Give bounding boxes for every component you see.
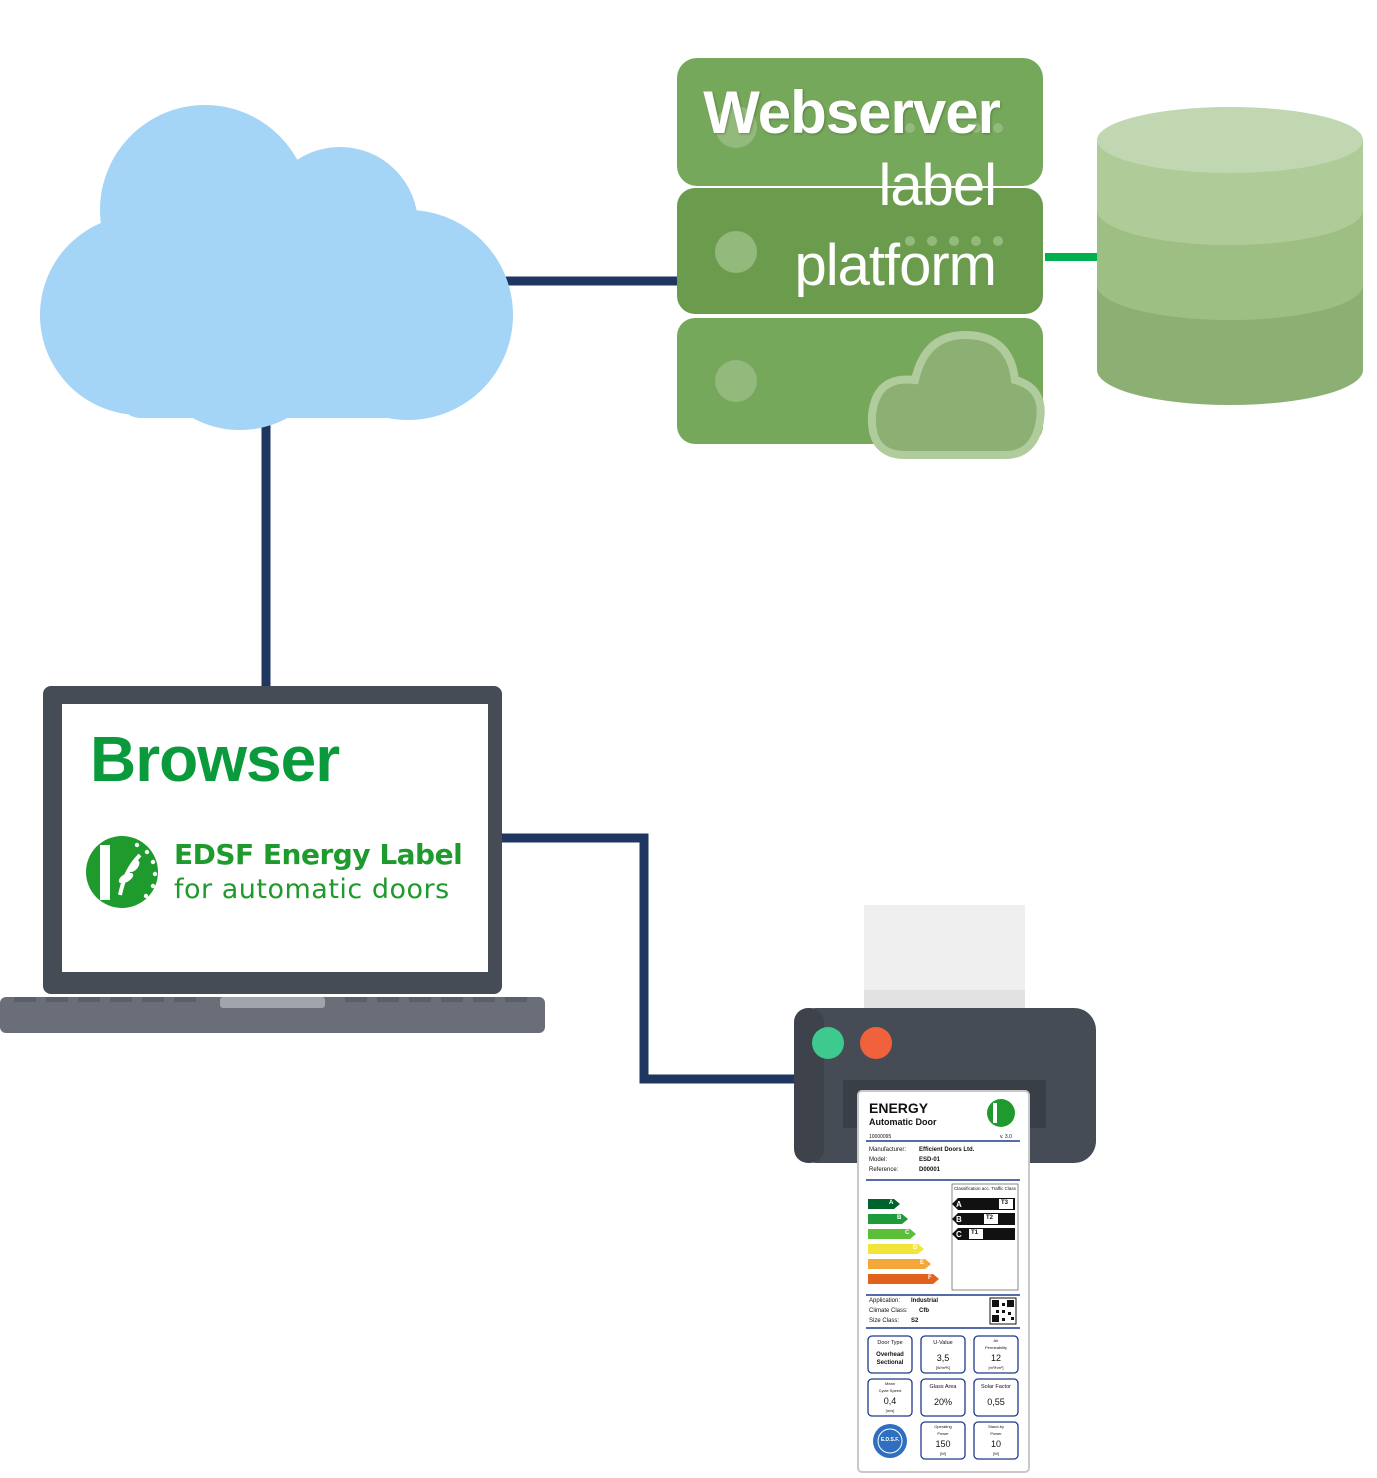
edsf-seal-icon <box>873 1424 907 1458</box>
manufacturer-value: Efficient Doors Ltd. <box>919 1147 975 1153</box>
air-unit: [m³/hm²] <box>988 1365 1004 1370</box>
printer-red-led <box>860 1027 892 1059</box>
glass-value: 20% <box>933 1397 952 1407</box>
traffic-arrow-b <box>952 1213 1015 1225</box>
class-letter-c: C <box>905 1230 910 1236</box>
class-arrow-d <box>868 1244 924 1254</box>
door-type-title: Door Type <box>877 1340 903 1346</box>
air-title-line2: Permeability <box>984 1345 1007 1350</box>
database-icon <box>1097 107 1363 405</box>
op-value: 150 <box>935 1439 951 1449</box>
classification-box <box>951 1183 1019 1291</box>
server-cloud-icon <box>867 330 1045 459</box>
label-number: 10000095 <box>869 1134 892 1140</box>
energy-label-sheet <box>857 1090 1030 1473</box>
server-vent-dots <box>905 123 1003 246</box>
sb-title-line1: Stand-by <box>987 1424 1004 1429</box>
climate-value: Cfb <box>919 1308 929 1314</box>
class-letter-f: F <box>928 1275 932 1281</box>
webserver-title: Webserver <box>703 79 1001 146</box>
air-title-line1: Air <box>993 1338 999 1343</box>
webserver-icon <box>677 58 1045 459</box>
traffic-tag-t2: T2 <box>986 1215 994 1221</box>
laptop-keyboard-row <box>14 997 527 1002</box>
air-value: 12 <box>990 1353 1001 1363</box>
class-arrow-b <box>868 1214 908 1224</box>
label-data-boxes <box>867 1335 1019 1460</box>
op-title-line1: Operating <box>934 1424 952 1429</box>
sb-value: 10 <box>990 1439 1001 1449</box>
server-unit-top <box>677 58 1043 186</box>
server-led <box>715 360 757 402</box>
op-unit: [W] <box>940 1451 946 1456</box>
size-value: S2 <box>911 1318 919 1324</box>
reference-value: D00001 <box>919 1167 941 1173</box>
internet-cloud-icon <box>40 105 513 430</box>
application-label: Application: <box>869 1298 901 1304</box>
solar-title: Solar Factor <box>981 1384 1011 1390</box>
door-type-value1: Overhead <box>876 1352 904 1358</box>
webserver-subtitle-line1: label <box>878 153 997 218</box>
manufacturer-label: Manufacturer: <box>869 1147 907 1153</box>
server-led <box>715 106 757 148</box>
laptop-base <box>0 997 545 1033</box>
server-unit-middle <box>677 188 1043 314</box>
class-arrow-f <box>868 1274 939 1284</box>
edsf-logo-icon <box>86 836 158 908</box>
class-arrow-c <box>868 1229 916 1239</box>
glass-title: Glass Area <box>929 1384 957 1390</box>
label-logo-icon <box>987 1099 1015 1127</box>
class-arrow-e <box>868 1259 931 1269</box>
webserver-subtitle-line2: platform <box>794 233 997 298</box>
mean-title-line2: Cycle Speed <box>878 1388 902 1393</box>
traffic-arrow-c <box>952 1228 1015 1240</box>
sb-unit: [W] <box>993 1451 999 1456</box>
class-letter-e: E <box>920 1260 925 1266</box>
model-label: Model: <box>869 1157 888 1163</box>
traffic-tag-t1: T1 <box>971 1230 979 1236</box>
application-value: Industrial <box>911 1298 939 1304</box>
laptop-icon <box>0 686 545 1033</box>
model-value: ESD-01 <box>919 1157 941 1163</box>
reference-label: Reference: <box>869 1167 899 1173</box>
qr-code-icon <box>989 1297 1017 1325</box>
mean-title-line1: Mean <box>884 1381 895 1386</box>
label-heading: ENERGY <box>869 1100 929 1116</box>
uvalue-unit: [W/m²K] <box>935 1365 951 1370</box>
climate-label: Climate Class: <box>869 1308 908 1314</box>
size-label: Size Class: <box>869 1318 900 1324</box>
browser-title: Browser <box>90 723 340 795</box>
solar-value: 0,55 <box>987 1397 1005 1407</box>
connectors <box>261 253 1097 1084</box>
printer-green-led <box>812 1027 844 1059</box>
classification-title: Classification acc. Traffic Class <box>954 1186 1016 1191</box>
mean-unit: [m/s] <box>885 1408 895 1413</box>
op-title-line2: Power <box>937 1431 949 1436</box>
class-arrow-a <box>868 1199 900 1209</box>
label-subheading: Automatic Door <box>869 1117 937 1127</box>
edsf-seal-text: E.D.S.F. <box>880 1437 900 1443</box>
label-version: v. 3.0 <box>1000 1134 1012 1140</box>
class-letter-a: A <box>889 1200 894 1206</box>
laptop-touchpad-notch <box>220 997 325 1008</box>
edsf-brand-line2: for automatic doors <box>174 874 450 905</box>
efficiency-class-scale <box>868 1199 939 1284</box>
traffic-class-c: C <box>956 1230 962 1239</box>
door-type-value2: Sectional <box>876 1360 904 1366</box>
class-letter-d: D <box>913 1245 918 1251</box>
traffic-class-a: A <box>956 1200 962 1209</box>
class-letter-b: B <box>897 1215 902 1221</box>
uvalue-title: U-Value <box>933 1340 953 1346</box>
traffic-class-b: B <box>956 1215 962 1224</box>
laptop-to-printer-connector <box>488 833 800 1084</box>
server-led <box>715 231 757 273</box>
uvalue-value: 3,5 <box>936 1353 950 1363</box>
sb-title-line2: Power <box>990 1431 1002 1436</box>
edsf-brand-line1: EDSF Energy Label <box>174 838 463 871</box>
traffic-tag-t3: T3 <box>1001 1200 1009 1206</box>
mean-value: 0,4 <box>883 1396 897 1406</box>
